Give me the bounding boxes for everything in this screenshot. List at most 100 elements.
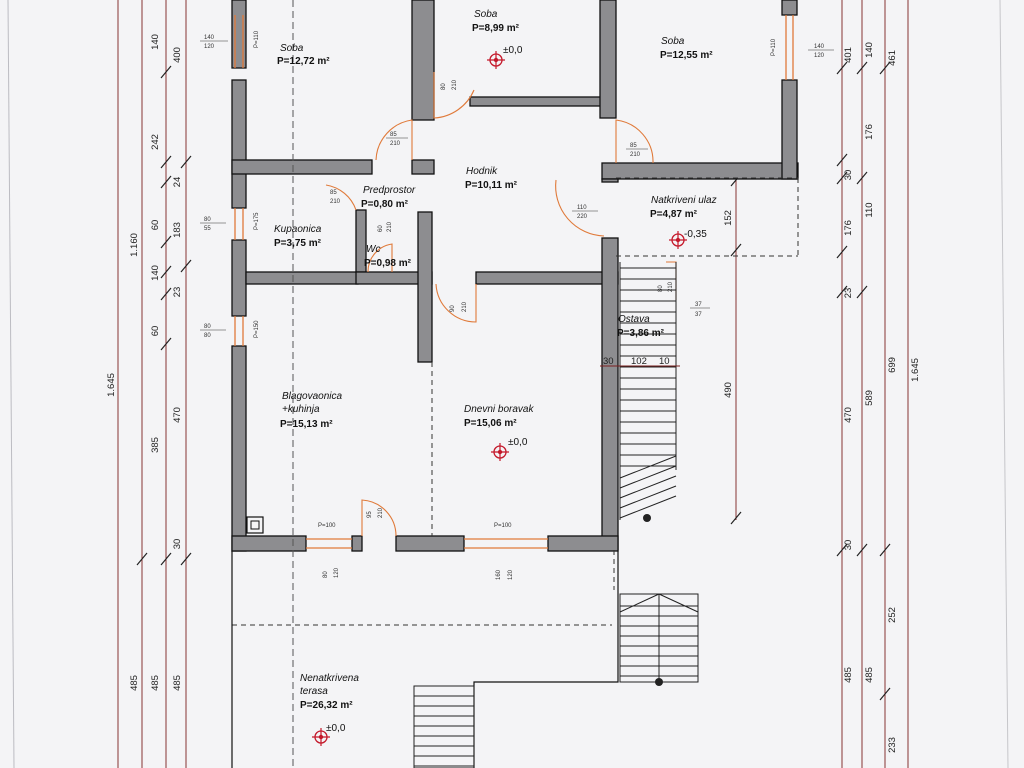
room-name-hodnik: Hodnik xyxy=(466,166,498,177)
room-area-blagovaonica: P=15,13 m² xyxy=(280,419,333,430)
room-name-wc: Wc xyxy=(366,244,380,255)
opening-note: 210 xyxy=(387,221,393,232)
dim-left-60-a: 60 xyxy=(150,220,161,231)
room-area-kupaonica: P=3,75 m² xyxy=(274,238,322,249)
dim-left-60-b: 60 xyxy=(150,326,161,337)
room-name-ostava: Ostava xyxy=(618,314,650,325)
terrace-stair-outline xyxy=(413,685,475,768)
dim-right-470: 470 xyxy=(843,407,854,423)
opening-note: 140 xyxy=(204,35,215,41)
level-markers xyxy=(312,51,687,746)
dim-right-589: 589 xyxy=(864,390,875,406)
level-marker-icon xyxy=(312,728,330,746)
room-area-predprostor: P=0,80 m² xyxy=(361,199,409,210)
room-name-terasa-2: terasa xyxy=(300,686,328,697)
room-name-blagovaonica-2: +kuhinja xyxy=(282,404,320,415)
room-name-terasa: Nenatkrivena xyxy=(300,673,359,684)
room-name-soba-left: Soba xyxy=(280,43,304,54)
opening-note: 80 xyxy=(204,324,211,330)
dim-left-183: 183 xyxy=(172,222,183,238)
stair-winder xyxy=(619,485,677,509)
opening-note: 85 xyxy=(630,143,637,149)
room-name-kupaonica: Kupaonica xyxy=(274,224,322,235)
opening-note: 210 xyxy=(390,141,401,147)
opening-note: 85 xyxy=(390,132,397,138)
dim-left-140-a: 140 xyxy=(150,34,161,50)
right-dimensions: 152 490 1.645 461 699 252 233 401 176 17… xyxy=(723,0,921,768)
opening-note: 37 xyxy=(695,312,702,318)
paper-edge-line xyxy=(7,0,15,768)
dim-left-485-a: 485 xyxy=(129,675,140,691)
dim-right-30-b: 30 xyxy=(843,540,854,551)
opening-note: 60 xyxy=(378,225,384,232)
room-area-ostava: P=3,86 m² xyxy=(617,328,665,339)
opening-note: 90 xyxy=(450,305,456,312)
stair-start-dot xyxy=(643,514,651,522)
stair-winder xyxy=(619,465,677,489)
paper-edge-line-right xyxy=(999,0,1009,768)
room-name-natkriveni: Natkriveni ulaz xyxy=(651,195,717,206)
stair-winder xyxy=(619,455,677,479)
opening-note: 210 xyxy=(378,507,384,518)
dim-right-110: 110 xyxy=(864,202,875,217)
room-area-natkriveni: P=4,87 m² xyxy=(650,209,698,220)
left-dimensions: 1.645 1.160 485 400 242 183 470 385 485 … xyxy=(106,0,192,768)
opening-note: P=110 xyxy=(771,38,777,56)
room-area-wc: P=0,98 m² xyxy=(364,258,412,269)
opening-note: 120 xyxy=(508,569,514,580)
dim-left-470: 470 xyxy=(172,407,183,423)
dim-left-1645: 1.645 xyxy=(106,373,117,397)
opening-note: 210 xyxy=(462,301,468,312)
dim-left-23: 23 xyxy=(172,287,183,298)
opening-note: 140 xyxy=(814,44,825,50)
dim-ostava-10: 10 xyxy=(659,356,670,367)
stair-arrow xyxy=(658,593,699,613)
level-marker-icon xyxy=(487,51,505,69)
room-area-soba-mid: P=8,99 m² xyxy=(472,23,520,34)
dim-right-1645: 1.645 xyxy=(910,358,921,382)
dashed-lines xyxy=(232,0,799,768)
opening-note: 210 xyxy=(452,79,458,90)
opening-note: P=100 xyxy=(318,523,336,529)
dim-left-140-b: 140 xyxy=(150,265,161,281)
opening-note: 80 xyxy=(204,217,211,223)
opening-note: 80 xyxy=(658,285,664,292)
dim-right-252: 252 xyxy=(887,607,898,623)
dim-right-401: 401 xyxy=(843,47,854,63)
opening-note: 80 xyxy=(204,333,211,339)
opening-note: 160 xyxy=(496,569,502,580)
opening-note: P=110 xyxy=(254,30,260,48)
dim-right-461: 461 xyxy=(887,50,898,66)
opening-note: 210 xyxy=(330,199,341,205)
dim-left-24: 24 xyxy=(172,177,183,188)
dim-right-176-a: 176 xyxy=(864,124,875,140)
dim-left-385: 385 xyxy=(150,437,161,453)
opening-note: 85 xyxy=(330,190,337,196)
room-area-terasa: P=26,32 m² xyxy=(300,700,353,711)
room-name-blagovaonica: Blagovaonica xyxy=(282,391,342,402)
room-area-soba-left: P=12,72 m² xyxy=(277,56,330,67)
stair-start-dot xyxy=(655,678,663,686)
stair-winder xyxy=(619,495,677,519)
opening-note: 80 xyxy=(441,83,447,90)
dim-right-485-a: 485 xyxy=(843,667,854,683)
dim-ostava-30: 30 xyxy=(603,356,614,367)
room-name-soba-right: Soba xyxy=(661,36,685,47)
dim-right-176-b: 176 xyxy=(843,220,854,236)
dim-right-23: 23 xyxy=(843,288,854,299)
stair-arrow xyxy=(619,593,660,613)
dim-left-485-b: 485 xyxy=(172,675,183,691)
level-terasa: ±0,0 xyxy=(326,723,346,734)
dim-right-30-a: 30 xyxy=(843,170,854,181)
room-area-hodnik: P=10,11 m² xyxy=(465,180,518,191)
opening-note: 37 xyxy=(695,302,702,308)
level-marker-icon xyxy=(669,231,687,249)
dim-left-242: 242 xyxy=(150,134,161,150)
dim-left-30: 30 xyxy=(172,539,183,550)
ostava-dims: 30 102 10 xyxy=(600,356,680,367)
room-area-soba-right: P=12,55 m² xyxy=(660,50,713,61)
stair-winder xyxy=(619,475,677,499)
level-soba-mid: ±0,0 xyxy=(503,45,523,56)
